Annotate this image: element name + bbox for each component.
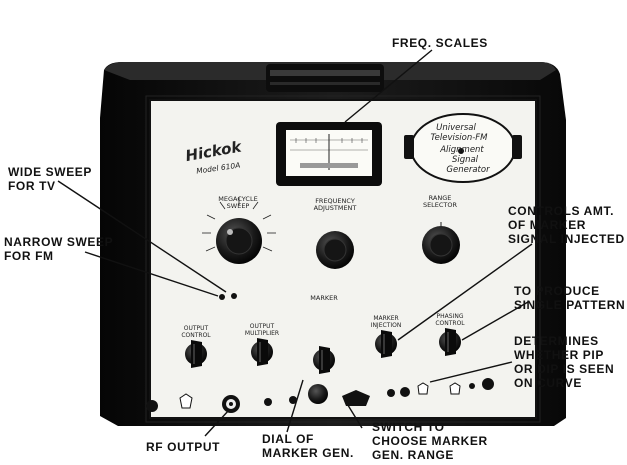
callout-narrow-sweep-line-1: NARROW SWEEP bbox=[4, 235, 114, 249]
bottom-controls bbox=[146, 378, 494, 413]
leader-freq-scales bbox=[344, 49, 433, 123]
leader-switch-marker bbox=[345, 401, 363, 429]
callout-switch-marker: SWITCH TO CHOOSE MARKER GEN. RANGE bbox=[372, 420, 488, 462]
output-multiplier-label-1: OUTPUT bbox=[250, 323, 275, 330]
range-selector-knob[interactable] bbox=[422, 222, 460, 264]
output-control-label-2: CONTROL bbox=[181, 332, 211, 339]
leader-rf-output bbox=[204, 409, 230, 437]
callout-dial-marker-line-2: MARKER GEN. bbox=[262, 446, 354, 460]
callout-dial-marker: DIAL OF MARKER GEN. bbox=[262, 432, 354, 460]
megacycle-sweep-knob[interactable] bbox=[202, 197, 276, 264]
phasing-control-knob[interactable] bbox=[439, 328, 461, 356]
callout-controls-amt: CONTROLS AMT. OF MARKER SIGNAL INJECTED bbox=[508, 204, 625, 246]
megacycle-sweep-label-2: SWEEP bbox=[227, 202, 250, 210]
output-control-label-1: OUTPUT bbox=[184, 325, 209, 332]
emblem-line-2: Television-FM bbox=[430, 133, 488, 143]
marker-frequency-knob[interactable] bbox=[313, 346, 335, 374]
rf-output-jack[interactable] bbox=[222, 395, 240, 413]
output-control-knob[interactable] bbox=[185, 340, 207, 368]
callout-determines-line-4: ON CURVE bbox=[514, 376, 582, 390]
sweep-switch[interactable] bbox=[219, 293, 237, 300]
callout-freq-scales-text: FREQ. SCALES bbox=[392, 36, 488, 50]
carrying-handle bbox=[266, 64, 384, 92]
megacycle-sweep-label-1: MEGACYCLE bbox=[218, 195, 257, 203]
emblem-line-1: Universal bbox=[436, 123, 476, 133]
emblem-line-4: Signal bbox=[452, 155, 479, 165]
phasing-control-label-1: PHASING bbox=[437, 313, 464, 320]
marker-range-switch[interactable] bbox=[342, 390, 370, 406]
callout-controls-amt-line-1: CONTROLS AMT. bbox=[508, 204, 615, 218]
emblem-line-3: Alignment bbox=[439, 145, 484, 155]
callout-determines-line-2: WHETHER PIP bbox=[514, 348, 604, 362]
frequency-adjustment-label-1: FREQUENCY bbox=[315, 197, 355, 205]
output-multiplier-knob[interactable] bbox=[251, 338, 273, 366]
marker-injection-label-2: INJECTION bbox=[371, 322, 402, 329]
callout-switch-marker-line-3: GEN. RANGE bbox=[372, 448, 455, 462]
callout-narrow-sweep-line-2: FOR FM bbox=[4, 249, 54, 263]
marker-dial[interactable] bbox=[308, 384, 328, 404]
output-multiplier-label-2: MULTIPLIER bbox=[245, 330, 279, 337]
marker-injection-label-1: MARKER bbox=[373, 315, 398, 322]
callout-single-pattern: TO PRODUCE SINGLE PATTERN bbox=[514, 284, 625, 312]
callout-determines-line-3: OR DIP IS SEEN bbox=[514, 362, 615, 376]
callout-wide-sweep-line-2: FOR TV bbox=[8, 179, 56, 193]
callout-rf-output: RF OUTPUT bbox=[146, 440, 220, 454]
frequency-scale-window bbox=[276, 122, 382, 186]
callout-single-pattern-line-1: TO PRODUCE bbox=[514, 284, 600, 298]
callout-controls-amt-line-2: OF MARKER bbox=[508, 218, 587, 232]
callout-determines-line-1: DETERMINES bbox=[514, 334, 599, 348]
callout-switch-marker-line-2: CHOOSE MARKER bbox=[372, 434, 488, 448]
leader-wide-sweep bbox=[57, 180, 227, 293]
callout-narrow-sweep: NARROW SWEEP FOR FM bbox=[4, 235, 113, 263]
leader-dial-marker bbox=[286, 379, 304, 433]
leader-determines bbox=[429, 361, 513, 383]
phasing-control-label-2: CONTROL bbox=[435, 320, 465, 327]
callout-single-pattern-line-2: SINGLE PATTERN bbox=[514, 298, 626, 312]
leader-single-pattern bbox=[461, 301, 529, 341]
range-selector-label-2: SELECTOR bbox=[423, 201, 458, 209]
marker-label: MARKER bbox=[310, 294, 338, 302]
callout-rf-output-text: RF OUTPUT bbox=[146, 440, 221, 454]
frequency-adjustment-label-2: ADJUSTMENT bbox=[314, 204, 357, 212]
callout-switch-marker-line-1: SWITCH TO bbox=[372, 420, 445, 434]
callout-wide-sweep: WIDE SWEEP FOR TV bbox=[8, 165, 92, 193]
callout-freq-scales: FREQ. SCALES bbox=[392, 36, 488, 50]
callout-determines: DETERMINES WHETHER PIP OR DIP IS SEEN ON… bbox=[514, 334, 614, 390]
callout-dial-marker-line-1: DIAL OF bbox=[262, 432, 314, 446]
emblem-line-5: Generator bbox=[446, 165, 490, 175]
range-selector-label-1: RANGE bbox=[429, 194, 452, 202]
leader-narrow-sweep bbox=[84, 251, 219, 297]
frequency-adjustment-knob[interactable] bbox=[316, 231, 354, 269]
callout-controls-amt-line-3: SIGNAL INJECTED bbox=[508, 232, 625, 246]
leader-lines bbox=[57, 49, 533, 437]
leader-controls-amt bbox=[397, 243, 533, 341]
callout-wide-sweep-line-1: WIDE SWEEP bbox=[8, 165, 93, 179]
marker-injection-knob[interactable] bbox=[375, 330, 397, 358]
pip-dip-switch[interactable] bbox=[417, 382, 429, 395]
